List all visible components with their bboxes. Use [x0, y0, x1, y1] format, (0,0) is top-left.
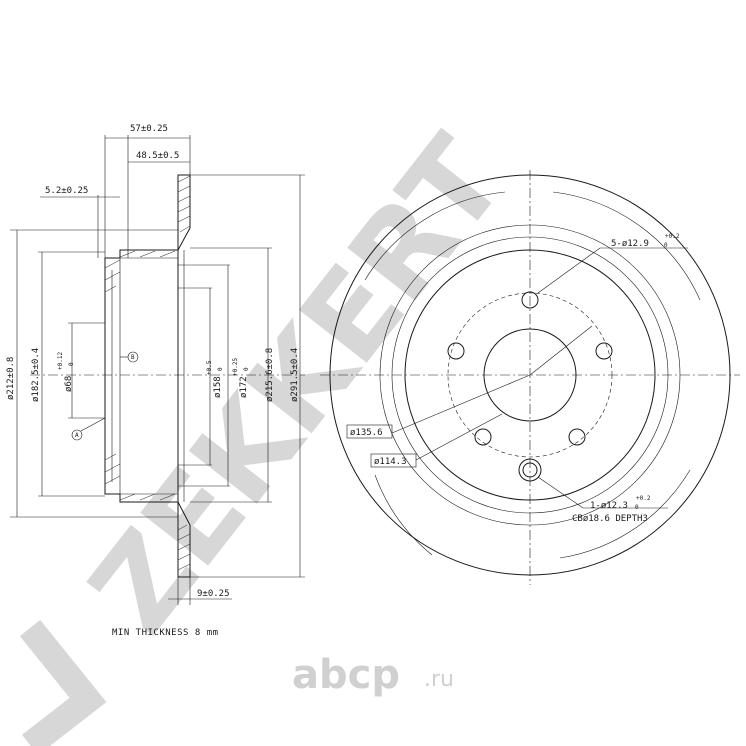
site-watermark: abcp .ru [292, 652, 454, 698]
rim-arc-1 [364, 191, 506, 281]
brand-watermark-chevron [19, 619, 107, 746]
dim-hat-wall: 5.2±0.25 [45, 186, 88, 196]
aux-hole-tol: +0.2 [636, 495, 651, 502]
pcd-1143-box [370, 453, 417, 468]
aux-hole-counterbore [518, 458, 542, 482]
leader-aux-hole [537, 476, 668, 509]
bolt-hole-4 [474, 428, 492, 446]
dim-158-tol: +0.5 [206, 360, 213, 375]
aux-hole-tol-low: 0 [635, 504, 639, 511]
dim-215: ø215.6±0.8 [265, 348, 275, 402]
rim-arc-2 [552, 191, 701, 301]
leader-5-holes [537, 247, 688, 294]
aux-hole [522, 462, 538, 478]
holes-label: 5-ø12.9 [611, 239, 649, 249]
rim-arc-4 [559, 469, 691, 559]
section-view: 57±0.25 48.5±0.5 5.2±0.25 9±0.25 ø212±0.… [6, 124, 305, 638]
dim-overall-width: 57±0.25 [130, 124, 168, 134]
front-view: 5-ø12.9 +0.2 0 ø135.6 ø114.3 1-ø12.3 +0.… [320, 170, 740, 585]
dim-68: ø68 [64, 376, 74, 392]
holes-tol-low: 0 [664, 242, 668, 249]
leader-pcd [529, 325, 593, 376]
rim-arc-3 [374, 474, 433, 556]
dim-hat-depth: 48.5±0.5 [136, 151, 179, 161]
bolt-hole-5 [568, 428, 586, 446]
disc-section-outline [104, 174, 191, 578]
leader-1143 [415, 413, 503, 461]
aux-hole-label: 1-ø12.3 [590, 501, 628, 511]
datum-a-leader [80, 417, 106, 432]
datum-a-label: A [75, 432, 79, 439]
pcd-1356-box [346, 424, 393, 439]
counterbore-label: CBø18.6 DEPTH3 [572, 514, 648, 524]
site-watermark-name: abcp [292, 652, 400, 698]
dim-182: ø182.5±0.4 [31, 348, 41, 402]
pcd-1356: ø135.6 [350, 428, 383, 438]
dim-172-tol: +0.25 [232, 358, 239, 376]
dim-291: ø291.5±0.4 [290, 348, 300, 402]
dim-212: ø212±0.8 [6, 357, 16, 400]
min-thickness-note: MIN THICKNESS 8 mm [112, 628, 219, 638]
dim-68-tol: +0.12 [57, 352, 64, 370]
datum-b-label: B [131, 354, 135, 361]
bolt-hole-1 [521, 291, 539, 309]
dim-172-tol-low: 0 [243, 367, 250, 371]
leader-1356 [391, 374, 531, 434]
datum-a-marker [71, 429, 83, 441]
bolt-hole-2 [447, 342, 465, 360]
dim-disc-thickness: 9±0.25 [197, 589, 230, 599]
bolt-hole-3 [595, 342, 613, 360]
extension-lines [10, 135, 305, 605]
dim-158: ø158 [213, 376, 223, 398]
site-watermark-tld: .ru [424, 667, 454, 692]
dim-158-tol-low: 0 [217, 367, 224, 371]
dim-172: ø172 [239, 376, 249, 398]
section-hatching [104, 175, 191, 571]
holes-tol: +0.2 [665, 233, 680, 240]
dim-68-tol-low: 0 [68, 362, 75, 366]
pcd-1143: ø114.3 [374, 457, 407, 467]
